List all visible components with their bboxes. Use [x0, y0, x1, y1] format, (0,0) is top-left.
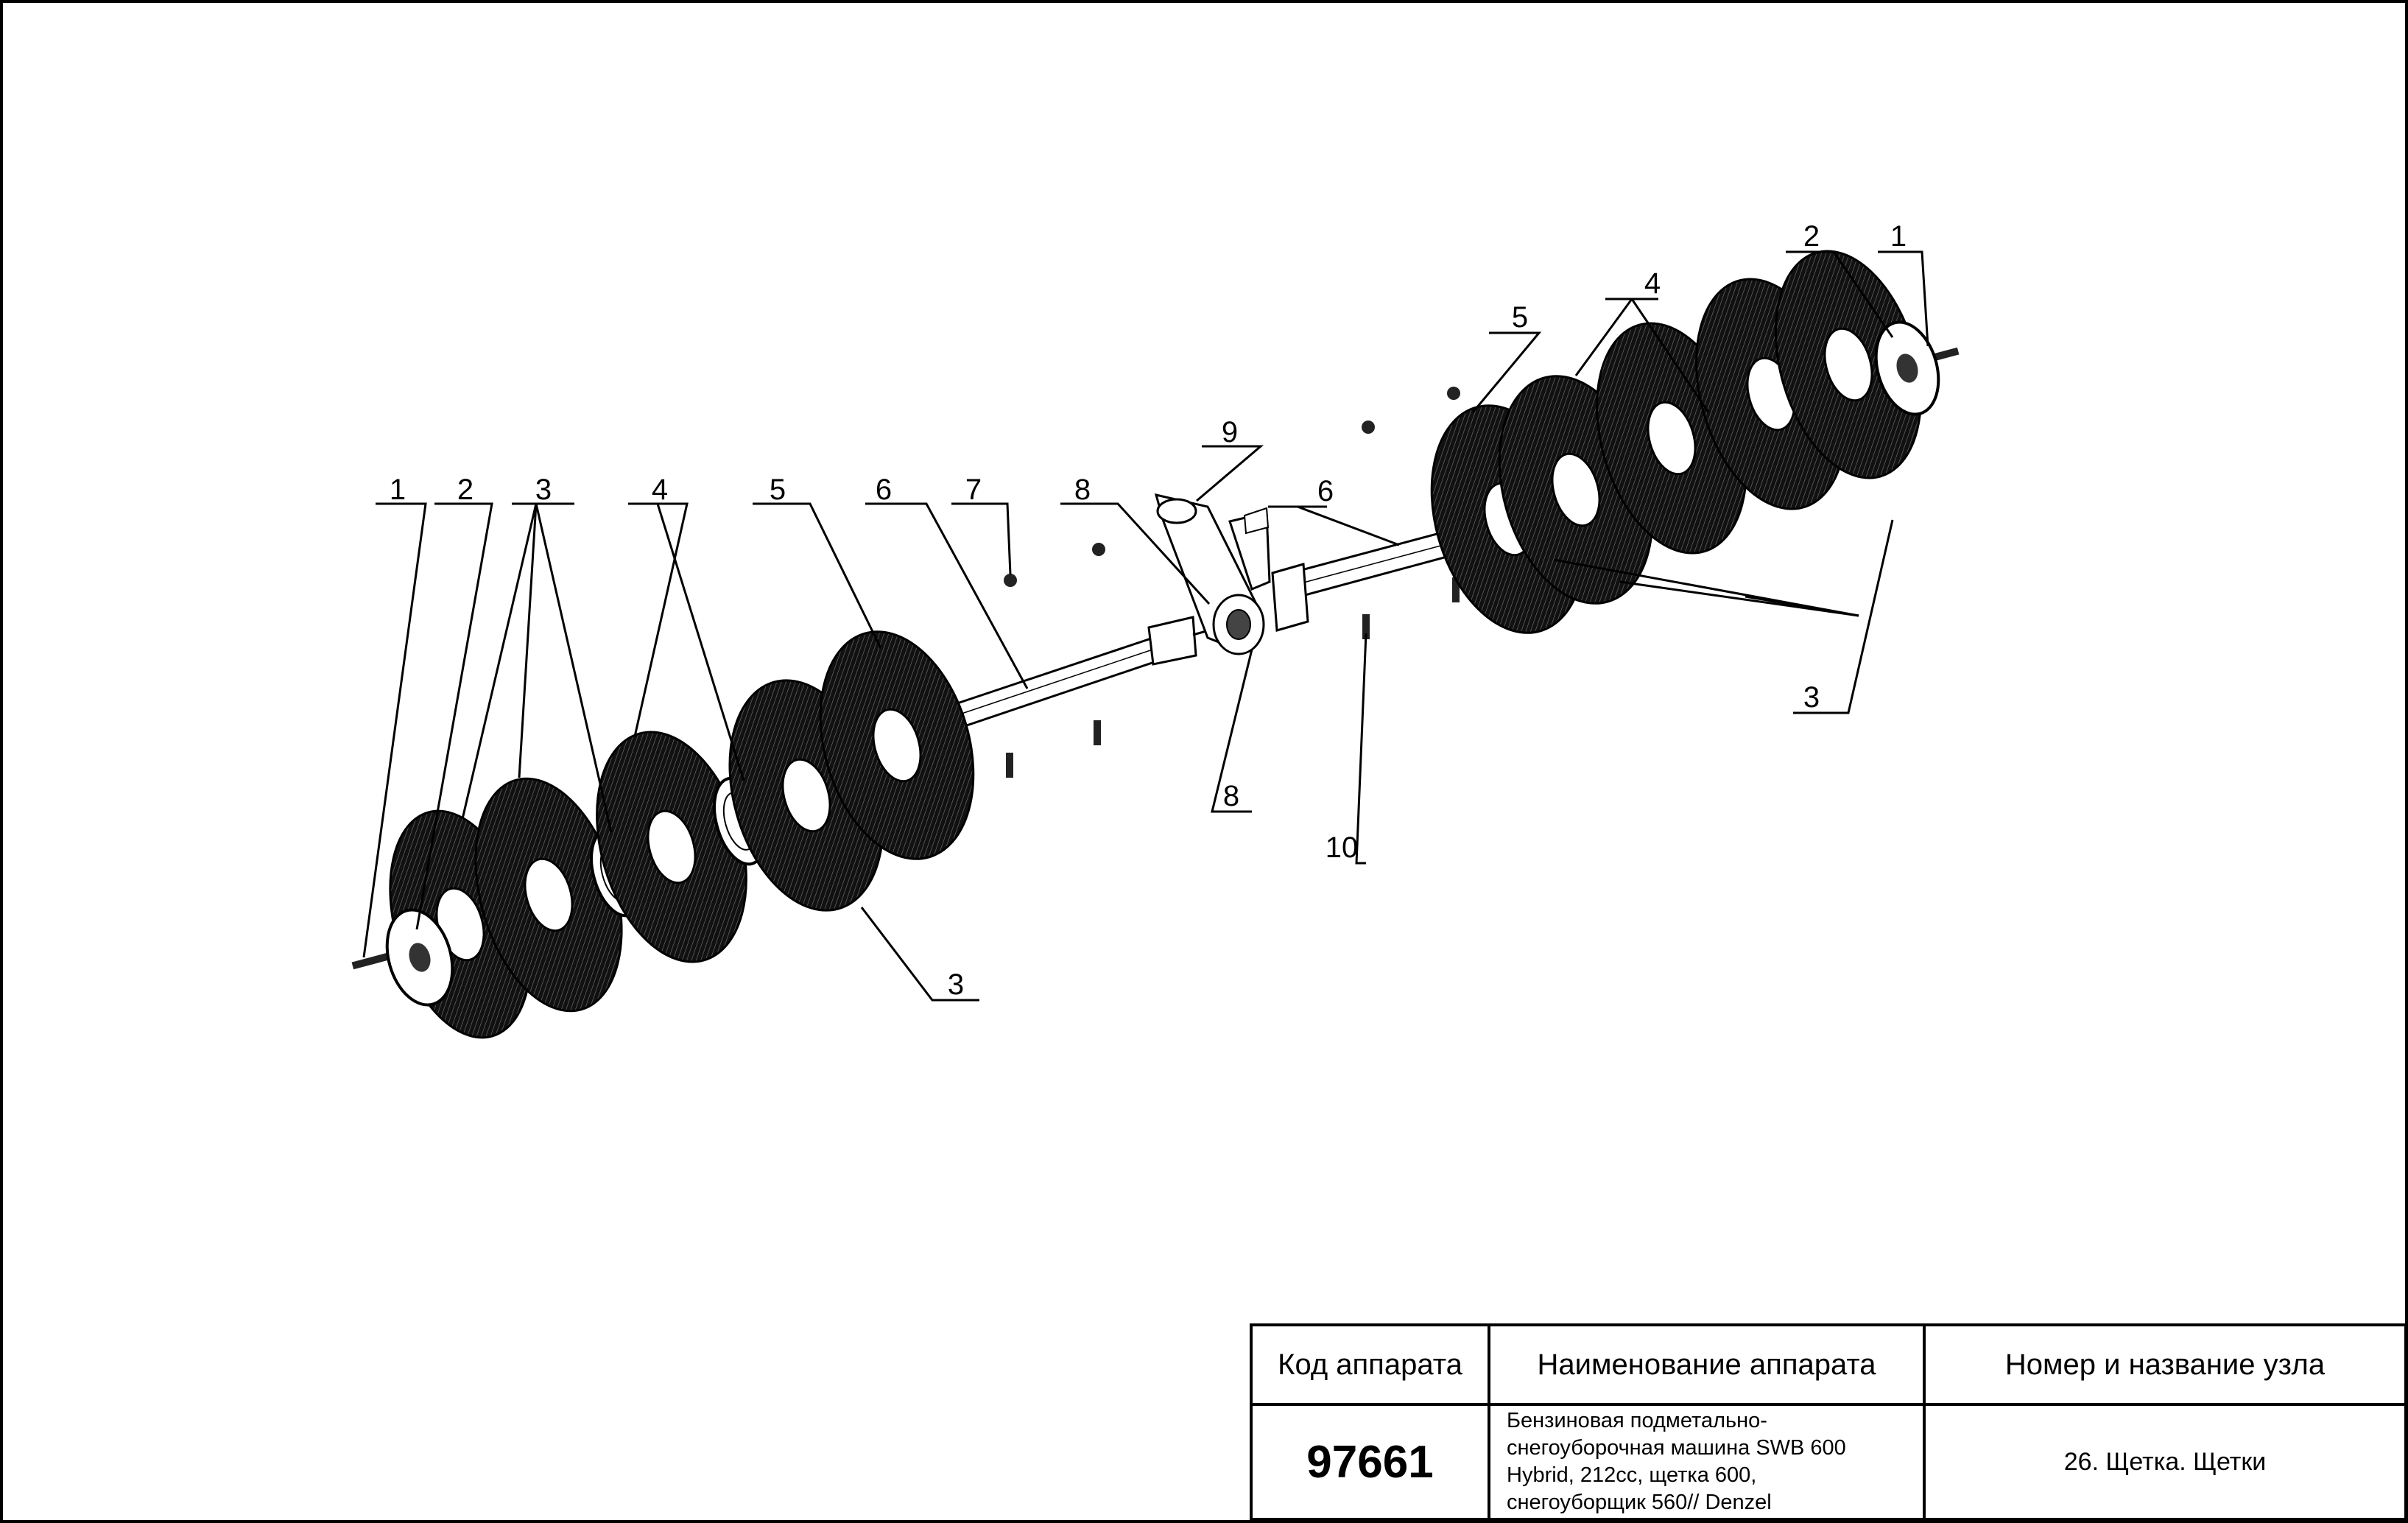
callout-9: 9 [1222, 416, 1238, 449]
callout-left-8-top: 8 [1074, 474, 1091, 506]
callout-right-6: 6 [1317, 475, 1334, 507]
title-block-table: Код аппарата Наименование аппарата Номер… [1253, 1326, 2407, 1521]
callout-right-2: 2 [1803, 220, 1820, 253]
title-block: Код аппарата Наименование аппарата Номер… [1250, 1323, 2407, 1521]
callout-left-2: 2 [457, 474, 473, 506]
callout-left-4: 4 [652, 474, 668, 506]
apparatus-code: 97661 [1253, 1404, 1490, 1521]
header-name: Наименование аппарата [1489, 1326, 1926, 1406]
apparatus-name-line-1: Бензиновая подметально- [1507, 1408, 1767, 1432]
callout-right-1: 1 [1890, 220, 1907, 253]
callout-labels: 1 2 3 4 5 6 7 8 9 3 8 10 6 5 4 2 1 3 [390, 220, 1907, 1001]
callout-right-3: 3 [1803, 681, 1820, 714]
callout-left-3-bottom: 3 [948, 968, 964, 1001]
apparatus-name: Бензиновая подметально- снегоуборочная м… [1489, 1404, 1926, 1521]
apparatus-name-line-2: снегоуборочная машина SWB 600 [1507, 1435, 1846, 1460]
callout-left-1: 1 [390, 474, 406, 506]
header-unit: Номер и название узла [1924, 1326, 2407, 1406]
callout-right-4: 4 [1644, 267, 1661, 300]
callout-left-5: 5 [770, 474, 786, 506]
callout-left-3: 3 [535, 474, 552, 506]
apparatus-name-line-3: Hybrid, 212cc, щетка 600, [1507, 1463, 1757, 1487]
left-shaft [945, 616, 1231, 732]
callout-8-bottom: 8 [1223, 780, 1239, 812]
bearing-bracket [1154, 493, 1271, 655]
header-code: Код аппарата [1253, 1326, 1490, 1406]
callout-left-7: 7 [965, 474, 982, 506]
left-brush-set [385, 630, 975, 1039]
callout-right-5: 5 [1512, 301, 1528, 334]
callout-10: 10 [1326, 831, 1359, 864]
leader-lines [362, 250, 1929, 1002]
callout-left-6: 6 [876, 474, 892, 506]
apparatus-name-line-4: снегоуборщик 560// Denzel [1507, 1491, 1772, 1515]
unit-name: 26. Щетка. Щетки [1924, 1404, 2407, 1521]
right-brush-set [1430, 250, 1940, 634]
